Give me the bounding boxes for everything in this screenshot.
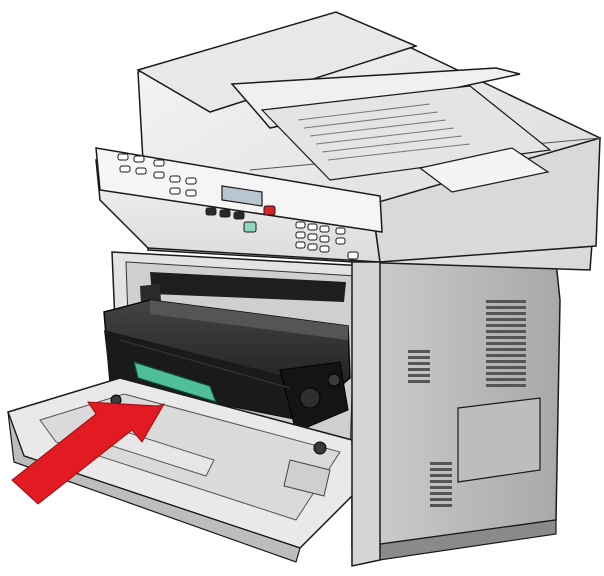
stop-button-icon[interactable] bbox=[263, 205, 276, 216]
navigation-buttons[interactable] bbox=[205, 207, 245, 220]
printer-side-panel bbox=[351, 261, 561, 565]
start-button-icon[interactable] bbox=[243, 221, 257, 233]
control-panel bbox=[95, 147, 383, 260]
front-door-open bbox=[7, 377, 355, 563]
side-vent-grille bbox=[408, 300, 526, 507]
insert-arrow-icon bbox=[11, 401, 166, 505]
cartridge-handle bbox=[133, 361, 217, 403]
function-buttons[interactable] bbox=[117, 153, 197, 197]
printer-front-lower bbox=[351, 261, 381, 567]
keypad-icon[interactable] bbox=[295, 221, 359, 260]
side-access-door bbox=[457, 397, 541, 483]
adf-tray bbox=[136, 11, 552, 193]
lcd-display-icon bbox=[221, 185, 263, 207]
scanner-unit bbox=[95, 11, 601, 271]
